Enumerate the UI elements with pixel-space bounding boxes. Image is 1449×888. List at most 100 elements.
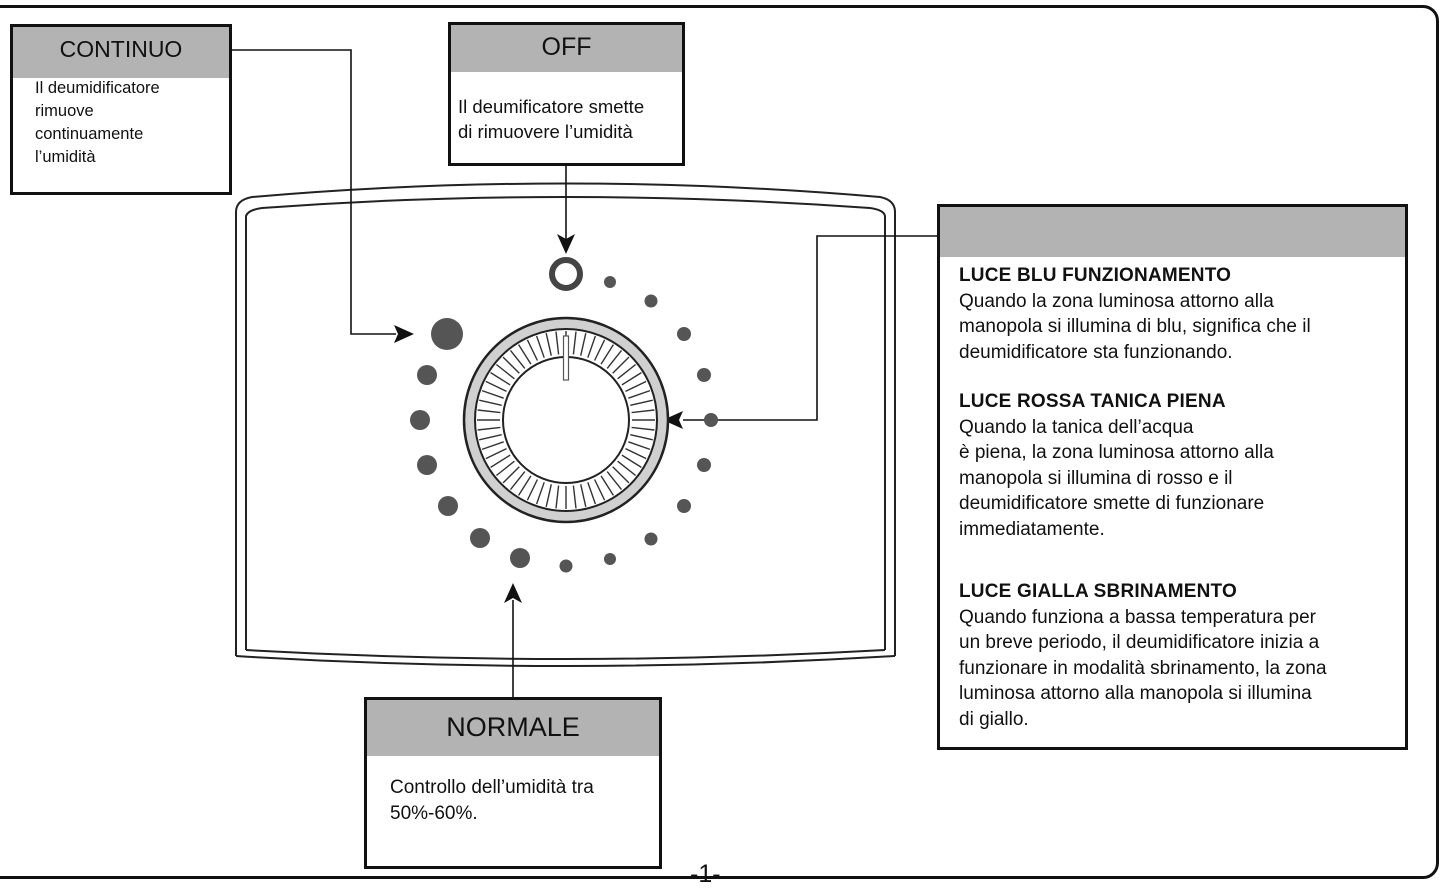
luce-gialla-line: di giallo. — [959, 708, 1029, 730]
knob-rib — [518, 344, 532, 365]
page-number: -1- — [690, 860, 721, 888]
knob-rib — [509, 349, 526, 369]
knob-rib — [490, 454, 511, 468]
knob-rib — [631, 409, 655, 414]
indicator-dot — [510, 548, 530, 568]
knob-rib — [485, 447, 507, 460]
knob-rib — [572, 485, 577, 509]
luce-blu-line: Quando la zona luminosa attorno alla — [959, 290, 1274, 312]
off-callout: OFF Il deumificatore smette di rimuovere… — [448, 22, 685, 166]
luci-connector — [683, 235, 937, 421]
indicator-dot — [644, 532, 658, 546]
luce-rossa-line: Quando la tanica dell’acqua — [959, 416, 1194, 438]
off-indicator-ring — [549, 257, 583, 291]
knob-rib — [477, 426, 501, 431]
indicator-dot — [417, 365, 437, 385]
knob-rib — [555, 485, 560, 509]
luce-gialla-line: Quando funziona a bassa temperatura per — [959, 606, 1317, 628]
knob[interactable] — [462, 316, 670, 524]
indicator-dots — [410, 276, 718, 573]
knob-rib — [526, 479, 539, 501]
knob-rib — [628, 441, 651, 451]
off-arrowhead — [557, 234, 575, 254]
knob-rib — [509, 471, 526, 491]
knob-rib — [479, 399, 502, 406]
normale-description-line: 50%-60%. — [390, 803, 478, 824]
knob-rib — [572, 331, 577, 355]
knob-rib — [587, 335, 597, 358]
luci-header-bar — [940, 207, 1405, 257]
knob-rib — [518, 475, 532, 496]
knob-rib — [502, 466, 520, 484]
knob-rib — [621, 454, 642, 468]
knob-rib — [495, 460, 515, 477]
arrowheads — [394, 234, 683, 603]
knob-pointer — [562, 335, 570, 381]
knob-rib — [580, 333, 587, 356]
knob-rib — [606, 471, 623, 491]
continuo-description: Il deumidificatore rimuove continuamente… — [35, 79, 160, 166]
continuo-arrowhead — [394, 325, 414, 343]
luci-arrowhead — [663, 411, 683, 429]
indicator-dot — [644, 294, 658, 308]
normale-title: NORMALE — [367, 700, 659, 756]
normale-description-line: Controllo dell’umidità tra — [390, 777, 594, 798]
knob-rib — [593, 479, 606, 501]
knob-rib — [495, 363, 515, 380]
knob-rib — [631, 426, 655, 431]
knob-rib — [628, 389, 651, 399]
knob-rib — [630, 434, 653, 441]
indicator-dot — [604, 553, 616, 565]
knob-rib — [485, 380, 507, 393]
knob-rib — [612, 466, 630, 484]
knob-rib — [625, 380, 647, 393]
luce-gialla-line: un breve periodo, il deumidificatore ini… — [959, 632, 1320, 653]
indicator-dot — [438, 496, 458, 516]
knob-rib — [545, 484, 552, 507]
indicator-dot — [704, 413, 718, 427]
luce-blu-title: LUCE BLU FUNZIONAMENTO — [959, 265, 1232, 286]
luci-description: LUCE BLU FUNZIONAMENTO Quando la zona lu… — [959, 263, 1399, 732]
knob-rib — [600, 344, 614, 365]
indicator-dot — [410, 410, 430, 430]
indicator-dot — [677, 327, 691, 341]
knob-rib — [600, 475, 614, 496]
indicator-dot — [431, 318, 463, 350]
knob-rib — [612, 356, 630, 374]
continuo-title: CONTINUO — [13, 27, 229, 78]
normale-arrowhead — [504, 583, 522, 603]
indicator-dot — [417, 455, 437, 475]
knob-rib — [502, 356, 520, 374]
knob-rib — [481, 389, 504, 399]
off-description: Il deumificatore smette di rimuovere l’u… — [458, 94, 684, 144]
knob-grip-ribs — [477, 331, 655, 509]
knob-rib — [617, 460, 637, 477]
knob-rib — [545, 333, 552, 356]
normale-callout: NORMALE Controllo dell’umidità tra 50%-6… — [364, 697, 662, 869]
knob-rib — [625, 447, 647, 460]
luce-gialla-title: LUCE GIALLA SBRINAMENTO — [959, 581, 1237, 602]
indicator-dot — [559, 559, 573, 573]
luce-rossa-line: è piena, la zona luminosa attorno alla — [959, 442, 1274, 463]
knob-rib — [593, 339, 606, 361]
off-description-line: Il deumificatore smette — [458, 96, 645, 117]
knob-rib — [479, 434, 502, 441]
knob-rib — [621, 372, 642, 386]
knob-rib — [535, 335, 545, 358]
luce-rossa-title: LUCE ROSSA TANICA PIENA — [959, 391, 1226, 412]
luce-rossa-line: immediatamente. — [959, 518, 1105, 540]
luce-rossa-line: manopola si illumina di rosso e il — [959, 467, 1233, 489]
luce-rossa-line: deumidificatore smette di funzionare — [959, 493, 1265, 514]
luce-gialla-line: funzionare in modalità sbrinamento, la z… — [959, 657, 1327, 679]
knob-rib — [477, 409, 501, 414]
luce-gialla-line: luminosa attorno alla manopola si illumi… — [959, 683, 1312, 704]
knob-rib — [630, 399, 653, 406]
knob-rib — [490, 372, 511, 386]
knob-rib — [526, 339, 539, 361]
knob-rib — [555, 331, 560, 355]
indicator-dot — [697, 458, 711, 472]
luce-blu-line: manopola si illumina di blu, significa c… — [959, 316, 1311, 337]
connector-lines — [232, 49, 937, 697]
luce-blu-line: deumidificatore sta funzionando. — [959, 341, 1233, 363]
